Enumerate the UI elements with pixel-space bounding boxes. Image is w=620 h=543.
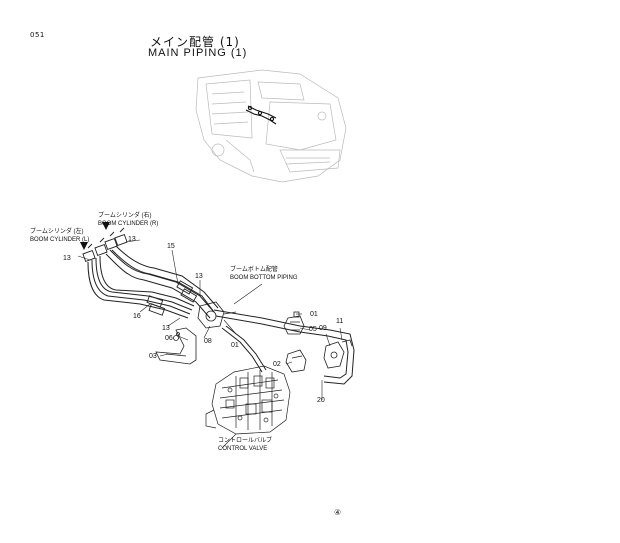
- part-number-01-mid: 01: [231, 342, 239, 349]
- boom-cylinder-r-label-jp: ブームシリンダ (右): [98, 213, 152, 219]
- cylinder-arrows: [80, 222, 110, 250]
- part-number-06-left: 06: [165, 335, 173, 342]
- spacer-block: [285, 349, 307, 373]
- part-number-09: 09: [319, 325, 327, 332]
- control-valve-label-en: CONTROL VALVE: [218, 446, 268, 452]
- control-valve: [205, 365, 291, 435]
- part-number-11: 11: [336, 318, 344, 325]
- part-number-13-low: 13: [162, 325, 170, 332]
- part-number-13-top: 13: [128, 236, 136, 243]
- page-title-jp: メイン配管 (1): [150, 35, 240, 49]
- hose-fittings: [82, 227, 198, 316]
- pipe-clamp: [283, 311, 305, 335]
- part-number-05: 05: [309, 326, 317, 333]
- part-number-20: 20: [317, 397, 325, 404]
- page-number: 051: [30, 31, 45, 39]
- boom-cylinder-l-label-jp: ブームシリンダ (左): [30, 229, 84, 235]
- part-number-01-right: 01: [310, 311, 318, 318]
- bracket: [155, 327, 197, 365]
- page-title-en: MAIN PIPING (1): [148, 47, 248, 59]
- footer-mark: ④: [334, 508, 342, 517]
- boom-bottom-piping-label-jp: ブームボトム配管: [230, 267, 278, 273]
- part-number-08: 08: [204, 338, 212, 345]
- control-valve-label-jp: コントロールバルブ: [218, 438, 273, 444]
- part-number-02: 02: [273, 361, 281, 368]
- boom-hoses: [87, 245, 219, 319]
- part-number-16: 16: [133, 313, 141, 320]
- part-number-15: 15: [167, 243, 175, 250]
- boom-cylinder-l-label-en: BOOM CYLINDER (L): [30, 237, 90, 243]
- part-number-13-left: 13: [63, 255, 71, 262]
- pipe-flange: [323, 339, 353, 369]
- part-number-03: 03: [149, 353, 157, 360]
- leader-lines: [77, 239, 343, 449]
- excavator-overview: [195, 69, 347, 183]
- boom-bottom-piping-label-en: BOOM BOTTOM PIPING: [230, 275, 298, 281]
- boom-cylinder-r-label-en: BOOM CYLINDER (R): [98, 221, 159, 227]
- part-number-13-mid: 13: [195, 273, 203, 280]
- overview-piping-highlight: [245, 105, 277, 125]
- junction-block: [197, 301, 237, 329]
